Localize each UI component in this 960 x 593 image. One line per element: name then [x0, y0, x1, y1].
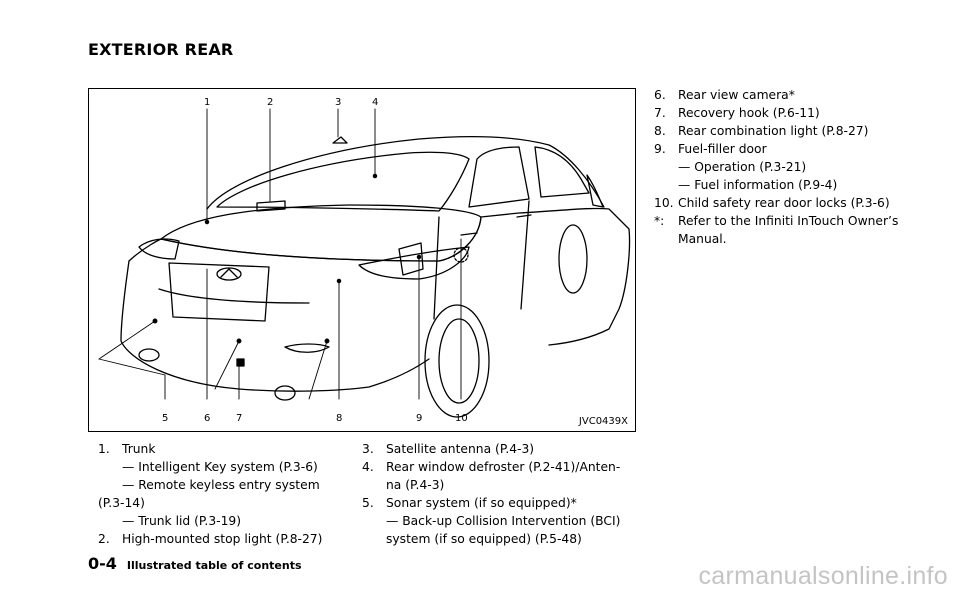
list-item: 9. Fuel-filler door [654, 140, 920, 158]
legend-column-2: 3. Satellite antenna (P.4-3) 4. Rear win… [362, 440, 642, 548]
item-number: 6. [654, 88, 666, 102]
watermark: carmanualsonline.info [698, 562, 948, 590]
list-item: 7. Recovery hook (P.6-11) [654, 104, 920, 122]
callout-2: 2 [267, 97, 273, 108]
list-item: 10. Child safety rear door locks (P.3-6) [654, 194, 920, 212]
callout-9: 9 [416, 413, 422, 424]
legend-column-1: 1. Trunk — Intelligent Key system (P.3-6… [98, 440, 338, 548]
list-item: 5. Sonar system (if so equipped)* [362, 494, 642, 512]
footnote-text: Refer to the Infiniti InTouch Owner’s [678, 214, 899, 228]
callout-5: 5 [162, 413, 168, 424]
callout-4: 4 [372, 97, 378, 108]
callout-7: 7 [236, 413, 242, 424]
callout-10: 10 [455, 413, 468, 424]
item-title: High-mounted stop light (P.8-27) [122, 532, 323, 546]
item-number: 5. [362, 496, 374, 510]
callout-6: 6 [204, 413, 210, 424]
footnote-text-continued: Manual. [678, 232, 727, 246]
item-title: Fuel-filler door [678, 142, 767, 156]
callout-3: 3 [335, 97, 341, 108]
item-number: 10. [654, 196, 674, 210]
item-title: Child safety rear door locks (P.3-6) [678, 196, 890, 210]
list-item: 6. Rear view camera* [654, 86, 920, 104]
sub-item: — Back-up Collision Intervention (BCI) [386, 514, 621, 528]
item-title: Trunk [122, 442, 156, 456]
list-item: 3. Satellite antenna (P.4-3) [362, 440, 642, 458]
item-title: Rear window defroster (P.2-41)/Anten- [386, 460, 621, 474]
car-rear-drawing: 1 2 3 4 5 6 7 8 9 10 [98, 97, 631, 424]
footnote-marker: *: [654, 214, 665, 228]
list-item: 2. High-mounted stop light (P.8-27) [98, 530, 338, 548]
item-number: 3. [362, 442, 374, 456]
item-number: 8. [654, 124, 666, 138]
list-item: 4. Rear window defroster (P.2-41)/Anten- [362, 458, 642, 476]
sub-item: — Fuel information (P.9-4) [678, 178, 838, 192]
section-heading: EXTERIOR REAR [88, 40, 234, 59]
list-item: 1. Trunk [98, 440, 338, 458]
callout-1: 1 [204, 97, 210, 108]
sub-item-continued: (P.3-14) [98, 496, 145, 510]
sub-item: — Intelligent Key system (P.3-6) [122, 460, 318, 474]
sub-item: — Remote keyless entry system [122, 478, 320, 492]
item-number: 9. [654, 142, 666, 156]
item-title: Rear view camera* [678, 88, 795, 102]
item-title-continued: na (P.4-3) [386, 478, 445, 492]
item-number: 4. [362, 460, 374, 474]
page-footer: 0-4 Illustrated table of contents [88, 554, 302, 573]
item-title: Satellite antenna (P.4-3) [386, 442, 535, 456]
item-number: 7. [654, 106, 666, 120]
list-item: 8. Rear combination light (P.8-27) [654, 122, 920, 140]
item-number: 2. [98, 532, 110, 546]
item-number: 1. [98, 442, 110, 456]
car-rear-illustration: 1 2 3 4 5 6 7 8 9 10 JVC0439X [88, 88, 636, 432]
legend-column-3: 6. Rear view camera* 7. Recovery hook (P… [654, 86, 920, 248]
callout-8: 8 [336, 413, 342, 424]
footnote: *: Refer to the Infiniti InTouch Owner’s [654, 212, 920, 230]
page-number: 0-4 [88, 554, 117, 573]
item-title: Rear combination light (P.8-27) [678, 124, 869, 138]
sub-item: — Trunk lid (P.3-19) [122, 514, 242, 528]
sub-item-continued: system (if so equipped) (P.5-48) [386, 532, 582, 546]
item-title: Recovery hook (P.6-11) [678, 106, 820, 120]
figure-code: JVC0439X [578, 416, 628, 427]
item-title: Sonar system (if so equipped)* [386, 496, 577, 510]
page-title: Illustrated table of contents [126, 559, 302, 572]
sub-item: — Operation (P.3-21) [678, 160, 807, 174]
